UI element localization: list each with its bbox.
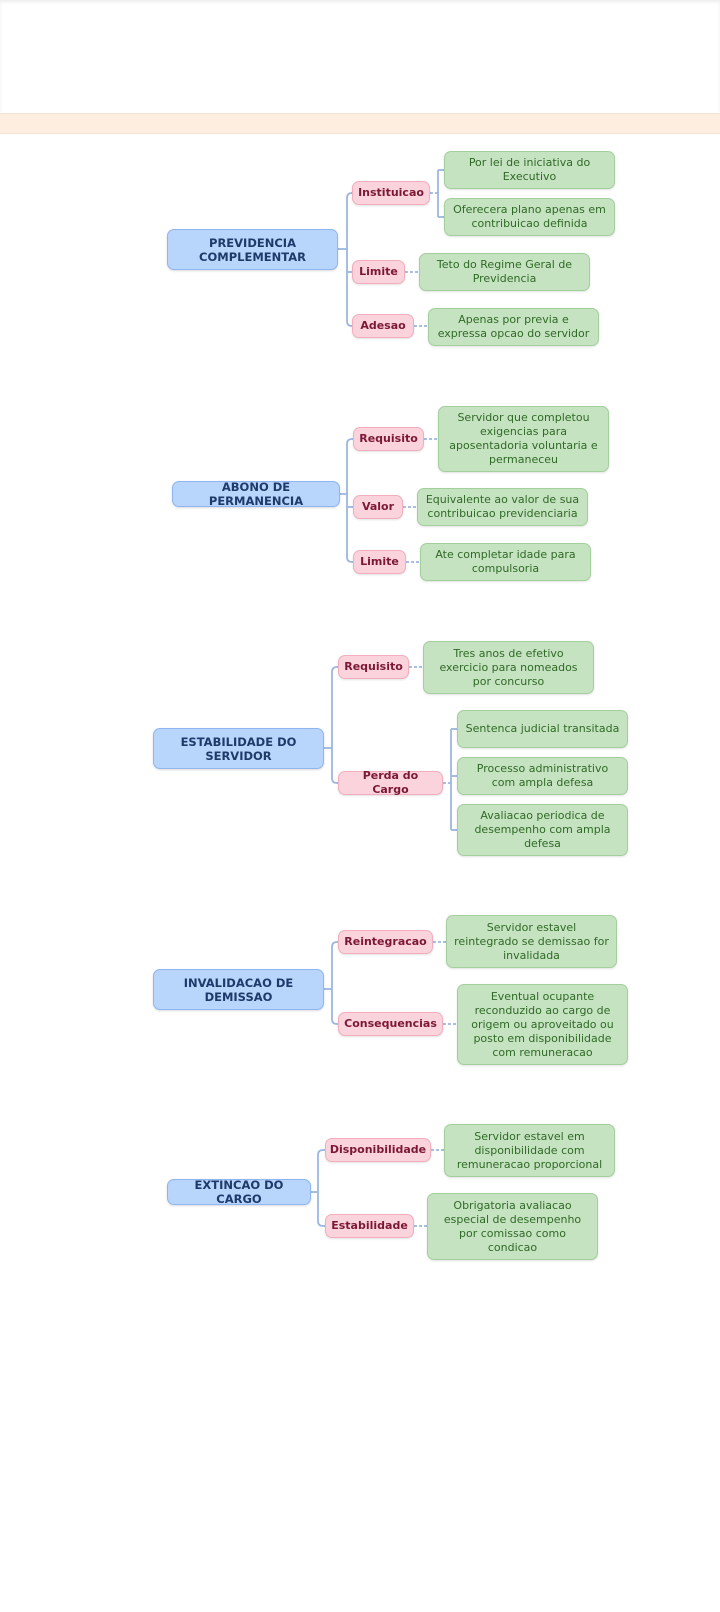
- branch-node-valor[interactable]: Valor: [353, 495, 403, 519]
- leaf-node[interactable]: Servidor que completou exigencias para a…: [438, 406, 609, 472]
- branch-node-requisito[interactable]: Requisito: [353, 427, 424, 451]
- root-node-extincao[interactable]: EXTINCAO DO CARGO: [167, 1178, 311, 1206]
- branch-node-perda-do-cargo[interactable]: Perda do Cargo: [338, 769, 443, 796]
- branch-node-instituicao[interactable]: Instituicao: [352, 181, 430, 205]
- root-node-estabilidade[interactable]: ESTABILIDADE DO SERVIDOR: [153, 728, 324, 769]
- root-node-invalidacao[interactable]: INVALIDACAO DE DEMISSAO: [153, 969, 324, 1010]
- connector-line: [317, 1149, 325, 1156]
- branch-node-requisito[interactable]: Requisito: [338, 655, 409, 679]
- leaf-node[interactable]: Eventual ocupante reconduzido ao cargo d…: [457, 984, 628, 1065]
- connector-line: [317, 1220, 325, 1227]
- branch-node-limite[interactable]: Limite: [353, 550, 406, 574]
- leaf-node[interactable]: Por lei de iniciativa do Executivo: [444, 151, 615, 189]
- leaf-node[interactable]: Ate completar idade para compulsoria: [420, 543, 591, 581]
- leaf-node[interactable]: Servidor estavel reintegrado se demissao…: [446, 915, 617, 968]
- root-node-previdencia[interactable]: PREVIDENCIA COMPLEMENTAR: [167, 229, 338, 270]
- branch-node-reintegracao[interactable]: Reintegracao: [338, 930, 433, 954]
- top-bar: [0, 0, 720, 112]
- branch-node-estabilidade[interactable]: Estabilidade: [325, 1214, 414, 1238]
- branch-node-adesao[interactable]: Adesao: [352, 314, 414, 338]
- leaf-node[interactable]: Teto do Regime Geral de Previdencia: [419, 253, 590, 291]
- leaf-node[interactable]: Oferecera plano apenas em contribuicao d…: [444, 198, 615, 236]
- branch-node-consequencias[interactable]: Consequencias: [338, 1012, 443, 1036]
- leaf-node[interactable]: Servidor estavel em disponibilidade com …: [444, 1124, 615, 1177]
- leaf-node[interactable]: Avaliacao periodica de desempenho com am…: [457, 804, 628, 856]
- leaf-node[interactable]: Apenas por previa e expressa opcao do se…: [428, 308, 599, 346]
- root-node-abono[interactable]: ABONO DE PERMANENCIA: [172, 480, 340, 508]
- leaf-node[interactable]: Processo administrativo com ampla defesa: [457, 757, 628, 795]
- leaf-node[interactable]: Equivalente ao valor de sua contribuicao…: [417, 488, 588, 526]
- branch-node-limite[interactable]: Limite: [352, 260, 405, 284]
- leaf-node[interactable]: Sentenca judicial transitada: [457, 710, 628, 748]
- leaf-node[interactable]: Obrigatoria avaliacao especial de desemp…: [427, 1193, 598, 1260]
- branch-node-disponibilidade[interactable]: Disponibilidade: [325, 1138, 431, 1162]
- leaf-node[interactable]: Tres anos de efetivo exercicio para nome…: [423, 641, 594, 694]
- header-stripe: [0, 113, 720, 134]
